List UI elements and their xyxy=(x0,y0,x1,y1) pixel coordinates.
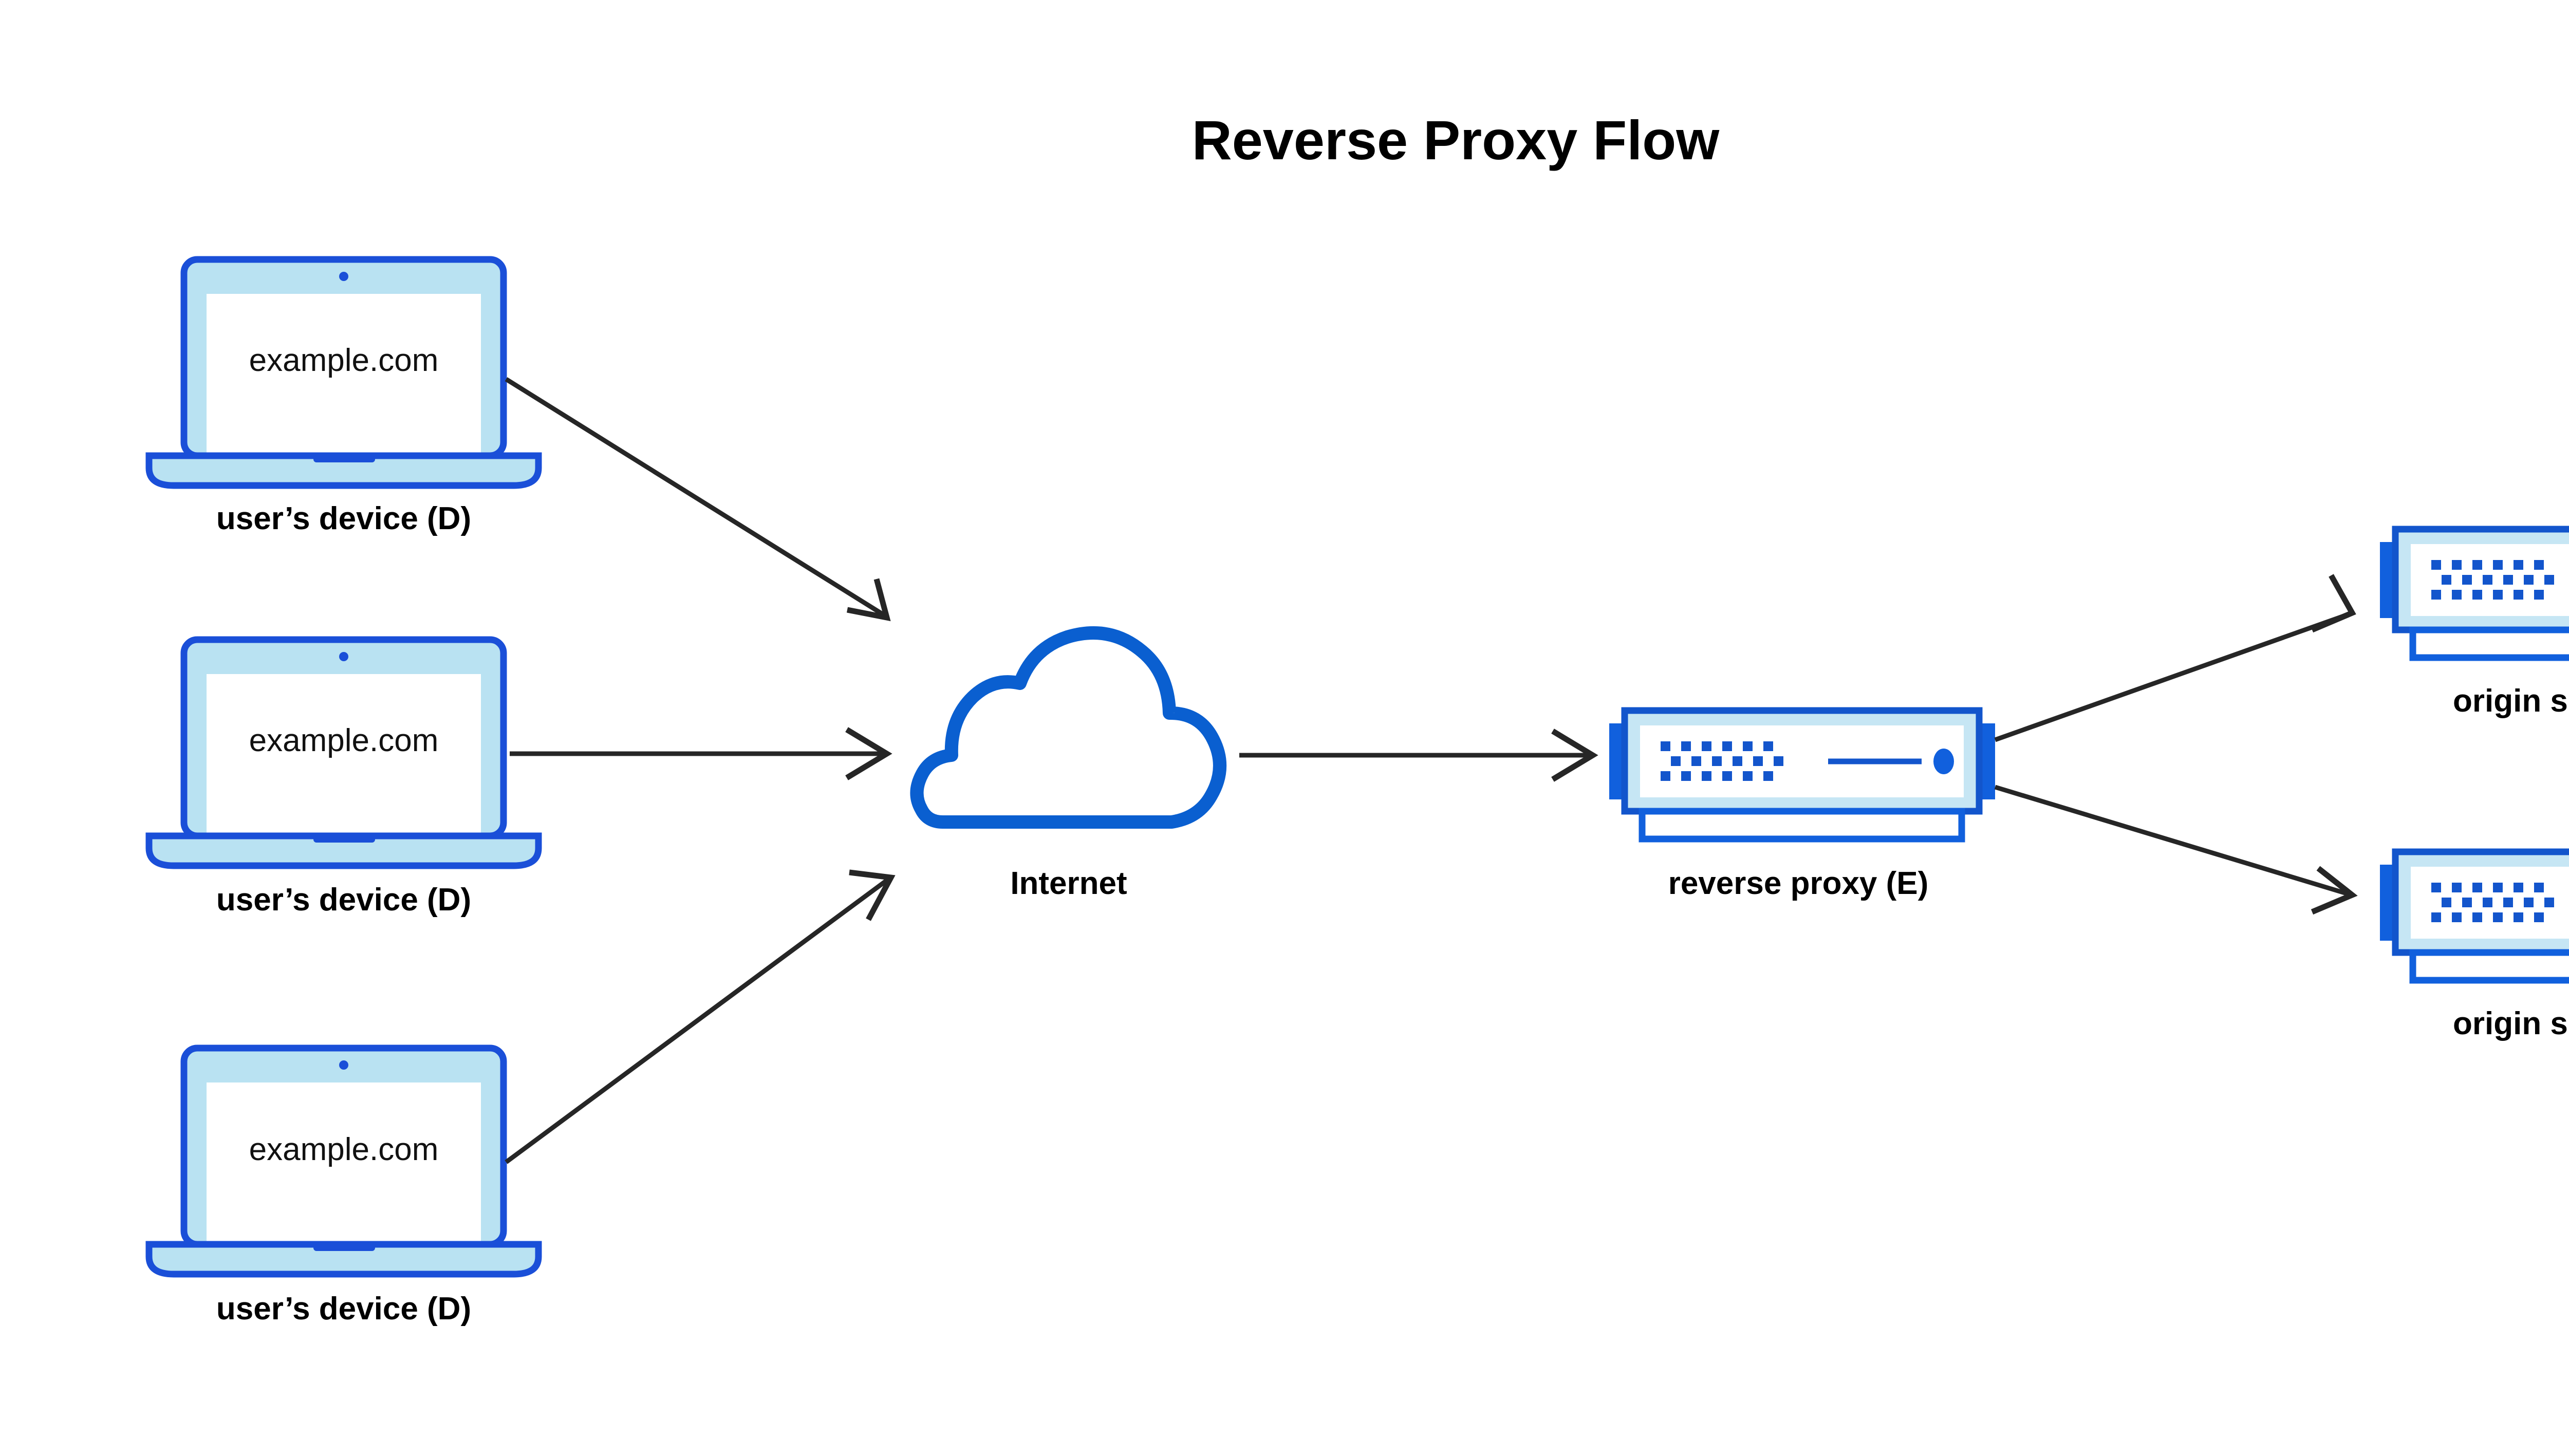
device-label: user’s device (D) xyxy=(216,882,471,918)
server-port-grid xyxy=(2431,883,2554,922)
camera-icon xyxy=(339,652,348,661)
camera-icon xyxy=(339,272,348,281)
node-origin-server-1[interactable]: origin server (F) xyxy=(2380,526,2569,719)
node-device-3[interactable]: example.com user’s device (D) xyxy=(145,1044,542,1327)
server-shelf xyxy=(2409,949,2569,984)
camera-icon xyxy=(339,1060,348,1070)
server-shelf xyxy=(1639,808,1965,843)
laptop-screen xyxy=(207,674,481,833)
trackpad-notch xyxy=(313,836,375,843)
node-internet[interactable]: Internet xyxy=(910,626,1227,901)
edge-device1-to-internet xyxy=(505,377,891,622)
node-origin-server-2[interactable]: origin server (F) xyxy=(2380,848,2569,1041)
device-label: user’s device (D) xyxy=(216,501,471,536)
node-reverse-proxy[interactable]: reverse proxy (E) xyxy=(1609,707,1995,901)
origin-server-label: origin server (F) xyxy=(2453,683,2569,719)
origin-server-label: origin server (F) xyxy=(2453,1006,2569,1041)
node-device-1[interactable]: example.com user’s device (D) xyxy=(145,256,542,536)
server-port-grid xyxy=(1661,741,1783,781)
device-screen-text: example.com xyxy=(249,343,439,378)
laptop-screen xyxy=(207,1082,481,1242)
server-led-icon xyxy=(1933,749,1954,774)
trackpad-notch xyxy=(313,456,375,462)
edge-device2-to-internet xyxy=(510,727,892,780)
laptop-base xyxy=(145,452,542,489)
device-label: user’s device (D) xyxy=(216,1291,471,1327)
laptop-screen xyxy=(207,294,481,453)
device-screen-text: example.com xyxy=(249,723,439,758)
server-shelf xyxy=(2409,626,2569,661)
node-device-2[interactable]: example.com user’s device (D) xyxy=(145,636,542,918)
edge-device3-to-internet xyxy=(505,869,896,1164)
internet-label: Internet xyxy=(1010,866,1127,901)
edge-reverseproxy-to-origin1 xyxy=(1994,574,2356,742)
server-port-grid xyxy=(2431,560,2554,600)
laptop-base xyxy=(145,1241,542,1278)
edge-reverseproxy-to-origin2 xyxy=(1994,785,2358,915)
laptop-base xyxy=(145,832,542,869)
reverse-proxy-label: reverse proxy (E) xyxy=(1668,866,1929,901)
trackpad-notch xyxy=(313,1244,375,1251)
edge-internet-to-reverseproxy xyxy=(1239,729,1598,782)
page-title: Reverse Proxy Flow xyxy=(1192,109,1720,171)
device-screen-text: example.com xyxy=(249,1132,439,1167)
cloud-icon xyxy=(910,626,1227,829)
